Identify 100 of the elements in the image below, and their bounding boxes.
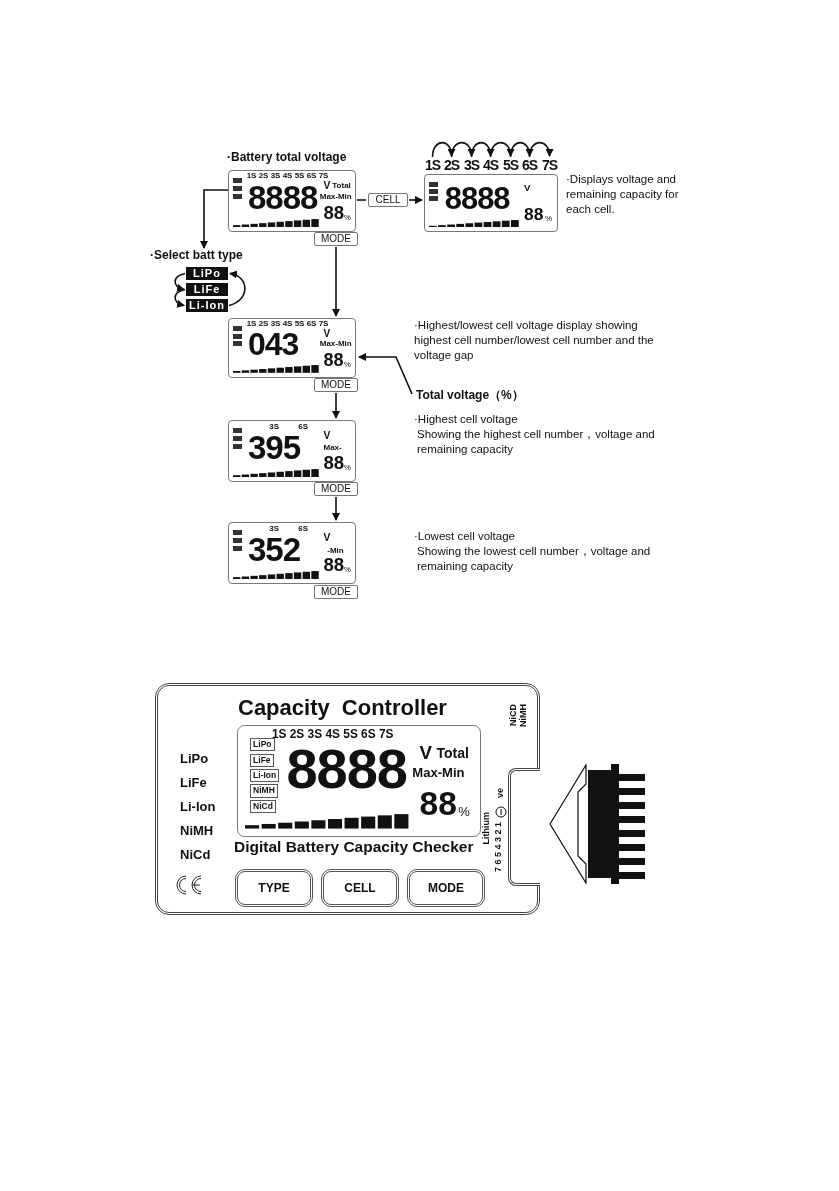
screen-heading: ·Battery total voltage: [227, 151, 347, 165]
arrow: [332, 392, 340, 419]
chemistry-label: NiMH: [519, 704, 529, 727]
push-button: MODE: [407, 869, 485, 907]
type-indicator: LiFe: [186, 283, 228, 296]
cell-label: 1S: [425, 158, 441, 174]
lcd-screen: [237, 725, 481, 837]
cell-number: 3S: [269, 422, 280, 432]
percent-readout: 88: [419, 786, 457, 821]
type-label: NiMH: [180, 824, 214, 839]
lcd-screen: [228, 420, 356, 482]
type-indicator: LiPo: [186, 267, 228, 280]
push-button: CELL: [321, 869, 399, 907]
arrow: [509, 141, 533, 158]
description-text: ·Highest/lowest cell voltage display showing highest cell number/lowest cell number and the voltage gap: [414, 318, 655, 363]
arrow: [358, 353, 413, 395]
digit-readout: 043: [247, 328, 299, 361]
arrow: [228, 271, 246, 307]
mode-button: CELL: [368, 193, 408, 207]
percent-readout: 88: [323, 454, 345, 473]
cell-number: 6S: [298, 524, 309, 534]
type-indicator: NiMH: [250, 784, 278, 798]
instruction-label: Total voltage（%）: [416, 389, 524, 403]
lcd-screen: [424, 174, 558, 232]
mode-button: MODE: [314, 378, 358, 392]
type-label: Li-Ion: [180, 800, 216, 815]
cell-number: 3S: [269, 524, 280, 534]
description-text: ·Displays voltage and remaining capacity for each cell.: [566, 172, 680, 217]
connector-slot: [508, 768, 540, 886]
digit-readout: 8888: [444, 183, 510, 215]
description-text: ·Lowest cell voltage: [414, 529, 516, 544]
type-indicator: Li-Ion: [186, 299, 228, 312]
digit-readout: 8888: [247, 180, 318, 214]
unit-label: V: [323, 327, 331, 339]
arrow: [450, 141, 475, 158]
chemistry-label: NiCD: [509, 704, 519, 726]
cell-numbers: 1S 2S 3S 4S 5S 6S 7S: [246, 172, 329, 181]
percent-sign: %: [545, 215, 553, 225]
polarity-label: ve: [496, 788, 506, 798]
device-body: [155, 683, 540, 915]
cell-numbers: 1S 2S 3S 4S 5S 6S 7S: [246, 320, 329, 329]
percent-readout: 88: [323, 556, 345, 575]
device-title: Capacity Controller: [238, 696, 447, 721]
arrow: [332, 496, 340, 521]
unit-label: V: [323, 532, 331, 544]
unit-label: V: [419, 742, 432, 764]
pin-numbers: 7 6 5 4 3 2 1: [494, 822, 504, 873]
cell-label: 4S: [483, 158, 499, 174]
mode-label: Max-: [323, 443, 342, 453]
cell-number: 6S: [298, 422, 309, 432]
arrow: [489, 141, 514, 158]
arrow: [174, 272, 186, 292]
type-indicator: NiCd: [250, 799, 276, 814]
digit-readout: 8888: [286, 741, 407, 798]
push-button: TYPE: [235, 869, 313, 907]
device-subtitle: Digital Battery Capacity Checker: [234, 838, 474, 856]
cell-label: 7S: [542, 158, 558, 174]
percent-sign: %: [343, 566, 351, 575]
mode-button: MODE: [314, 482, 358, 496]
mode-label: -Min: [327, 547, 344, 556]
percent-sign: %: [343, 360, 351, 370]
type-indicator: LiPo: [250, 738, 275, 752]
lcd-screen: [228, 522, 356, 584]
digit-readout: 395: [247, 430, 301, 464]
instruction-label: ·Select batt type: [150, 249, 243, 263]
type-indicator: LiFe: [250, 753, 274, 767]
mode-label: Total: [436, 745, 469, 762]
cell-label: 2S: [444, 158, 460, 174]
type-label: LiPo: [180, 752, 209, 767]
description-text: Showing the highest cell number，voltage and remaining capacity: [417, 427, 656, 457]
type-indicator: Li-Ion: [250, 768, 280, 783]
cell-label: 3S: [464, 158, 480, 174]
mode-label: Max-Min: [319, 192, 352, 202]
cell-label: 6S: [522, 158, 538, 174]
arrow: [431, 141, 455, 158]
lithium-label: Lithium: [482, 812, 492, 845]
unit-label: V: [323, 180, 331, 192]
description-text: ·Highest cell voltage: [414, 412, 519, 427]
arrow: [408, 196, 423, 204]
mode-button: MODE: [314, 232, 358, 246]
percent-readout: 88: [524, 205, 544, 224]
type-label: LiFe: [180, 776, 207, 791]
percent-sign: %: [458, 805, 470, 820]
type-label: NiCd: [180, 848, 211, 863]
arrow: [174, 288, 186, 308]
mode-label: Total: [332, 181, 351, 191]
mode-label: Max-Min: [319, 339, 352, 349]
arrow: [528, 141, 553, 158]
connector-line: [356, 199, 367, 201]
percent-readout: 88: [323, 204, 345, 223]
arrow: [200, 189, 229, 249]
percent-sign: %: [343, 464, 351, 473]
description-text: Showing the lowest cell number，voltage and remaining capacity: [417, 544, 652, 574]
arrow: [332, 246, 340, 317]
percent-readout: 88: [323, 350, 344, 369]
mode-button: MODE: [314, 585, 358, 599]
mode-label: Max-Min: [412, 765, 465, 780]
arrow: [470, 141, 494, 158]
cell-label: 5S: [503, 158, 519, 174]
lcd-screen: [228, 318, 356, 378]
